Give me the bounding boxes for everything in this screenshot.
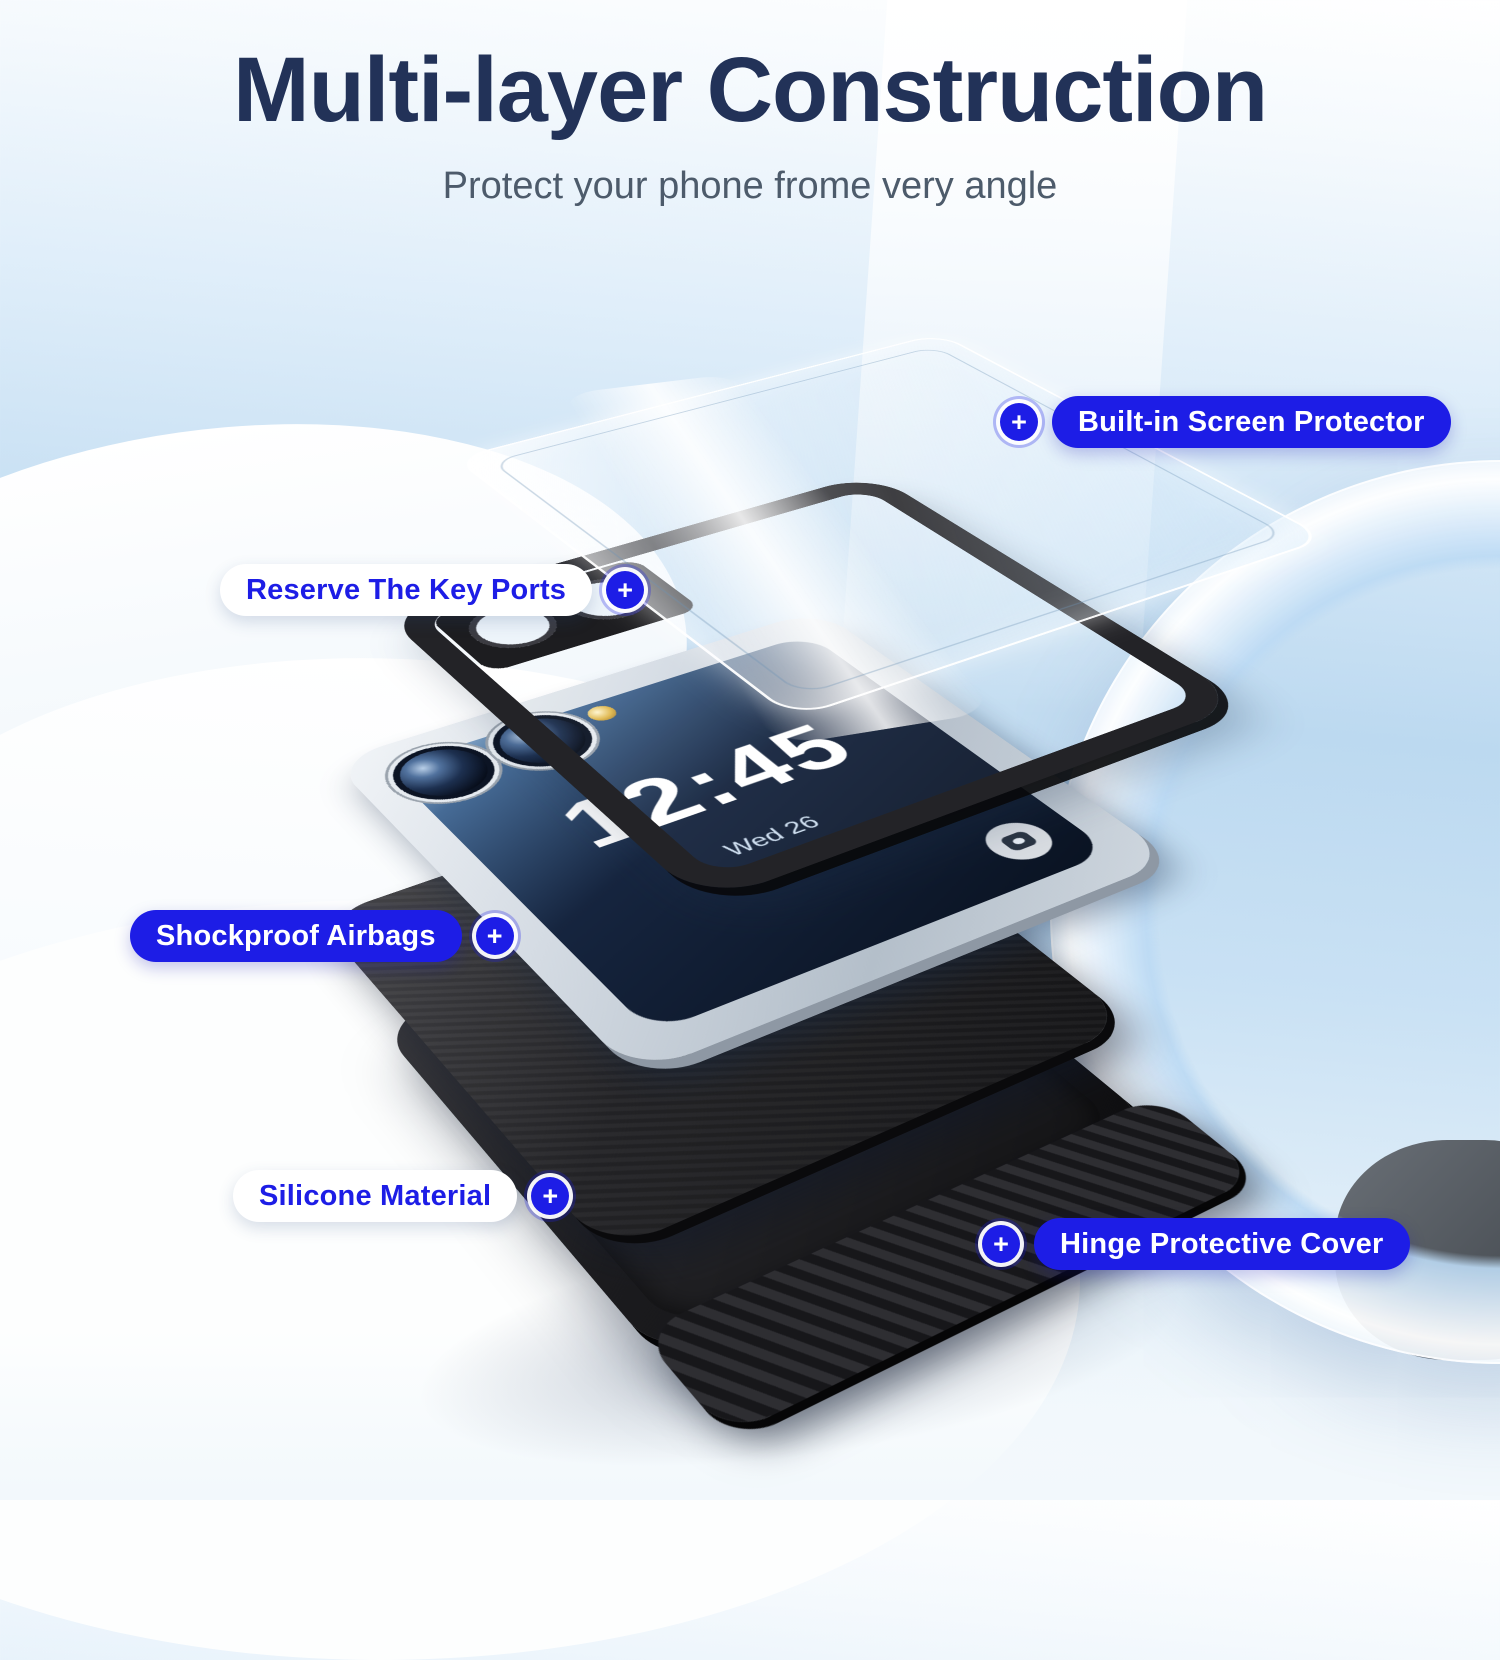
callout-silicone: Silicone Material + — [233, 1170, 570, 1222]
plus-icon: + — [1000, 403, 1038, 441]
exploded-case-stack: 12:45 Wed 26 — [317, 333, 1330, 1438]
plus-icon: + — [531, 1177, 570, 1215]
callout-screen-protector: + Built-in Screen Protector — [1000, 396, 1451, 448]
callout-key-ports: Reserve The Key Ports + — [220, 564, 645, 616]
plus-icon: + — [475, 917, 514, 955]
camera-glyph-body — [998, 830, 1040, 853]
plus-icon: + — [606, 571, 645, 609]
screen-protector-label: Built-in Screen Protector — [1052, 396, 1451, 448]
callout-hinge: + Hinge Protective Cover — [982, 1218, 1410, 1270]
header: Multi-layer Construction Protect your ph… — [0, 0, 1500, 208]
page-subtitle: Protect your phone frome very angle — [442, 165, 1058, 207]
key-ports-label: Reserve The Key Ports — [220, 564, 593, 616]
page-title: Multi-layer Construction — [232, 39, 1268, 141]
callout-airbags: Shockproof Airbags + — [130, 910, 514, 962]
silicone-label: Silicone Material — [233, 1170, 518, 1222]
hinge-label: Hinge Protective Cover — [1034, 1218, 1410, 1270]
camera-glyph-lens — [1010, 836, 1028, 846]
airbags-label: Shockproof Airbags — [130, 910, 462, 962]
camera-shortcut-icon — [972, 816, 1066, 867]
plus-icon: + — [982, 1225, 1020, 1263]
